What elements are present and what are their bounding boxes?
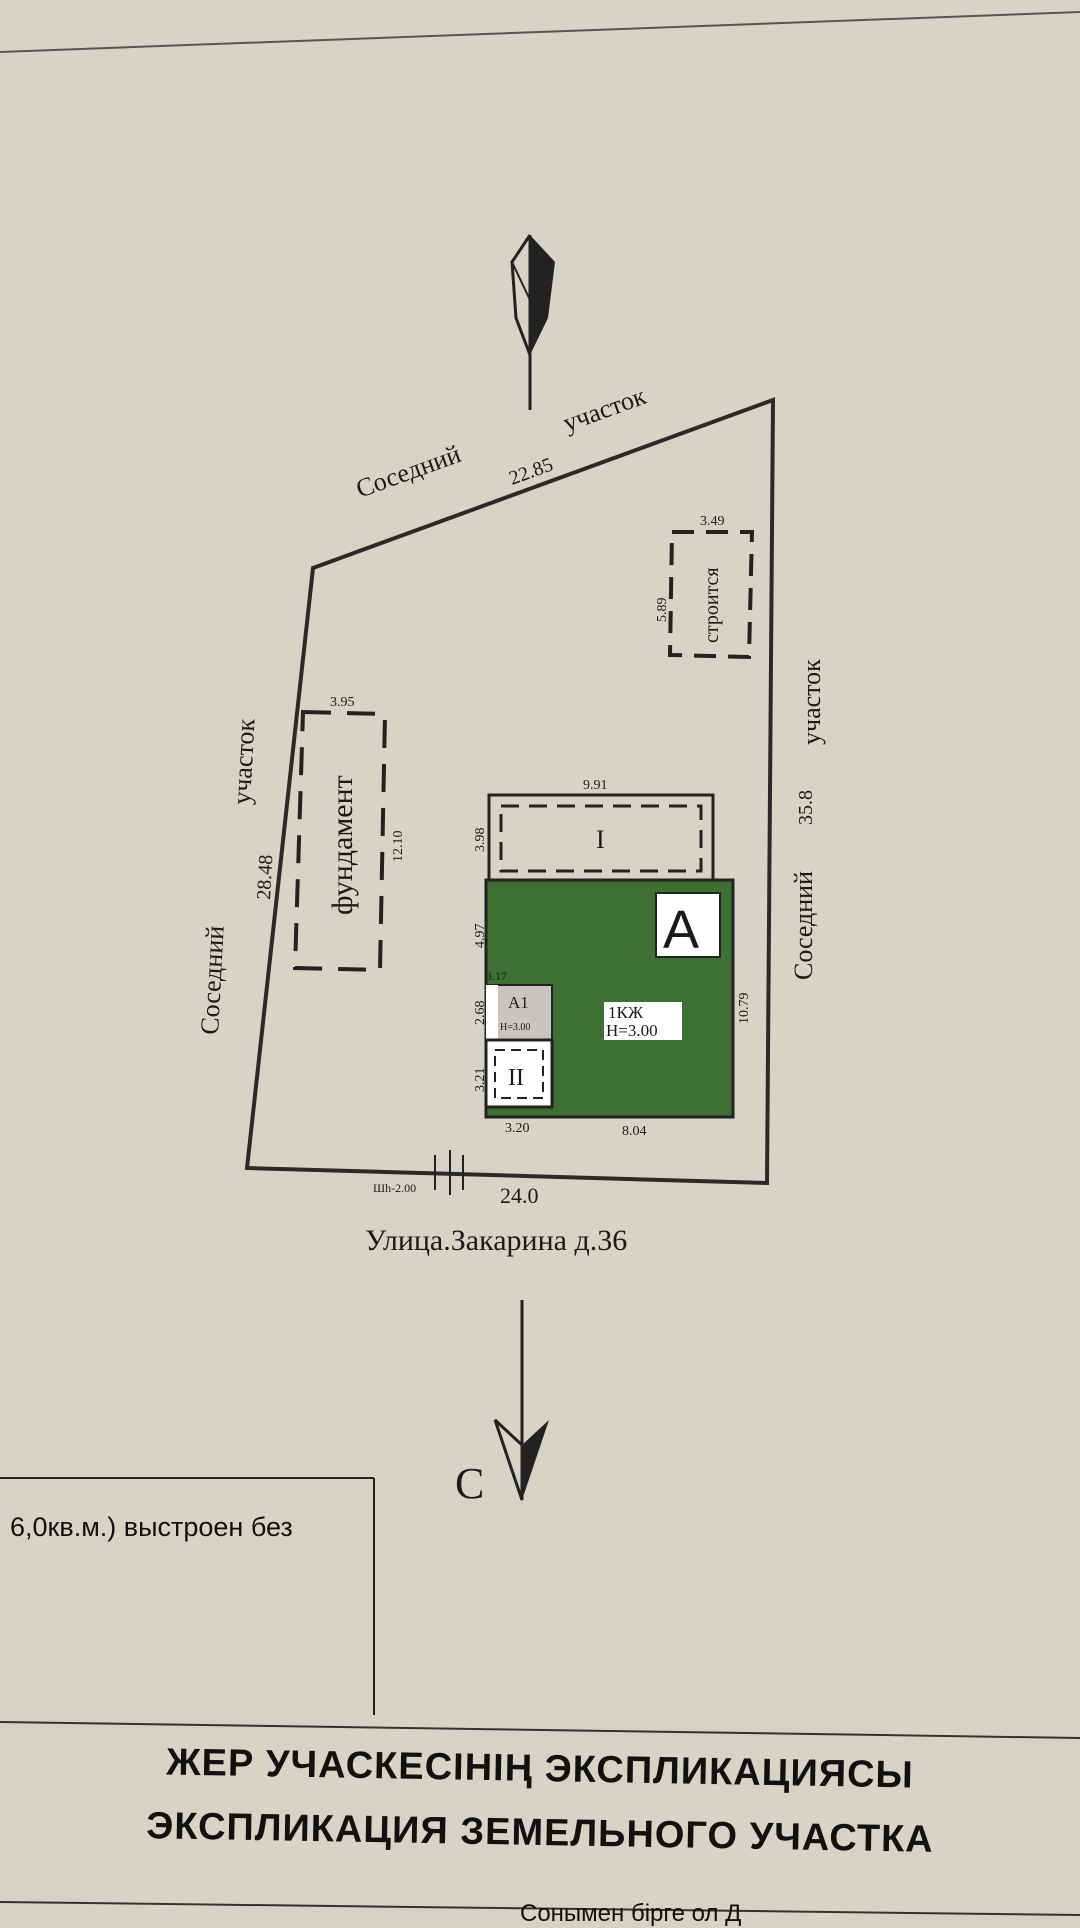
annex-A1-depth: 2.68	[473, 1001, 488, 1026]
foundation-label: фундамент	[326, 775, 359, 915]
site-boundary	[244, 397, 776, 1186]
foundation-outline	[292, 709, 388, 973]
house-A-height: H=3.00	[606, 1021, 658, 1040]
address-label: Улица.Закарина д.36	[365, 1224, 627, 1257]
neighbor-right-word2: участок	[797, 659, 826, 745]
dimension-bottom: 24.0	[500, 1183, 539, 1208]
house-A-bottom-width: 8.04	[622, 1124, 647, 1139]
house-A-type: 1КЖ	[608, 1003, 644, 1022]
form-top-border	[0, 11, 1080, 53]
house-A-label: A	[663, 900, 699, 960]
annex-A1-block	[485, 984, 553, 1041]
annex-A1-label: A1	[508, 993, 529, 1012]
note-text: 6,0кв.м.) выстроен без	[10, 1512, 293, 1542]
dimension-right: 35.8	[795, 790, 817, 825]
porch-II-width: 3.20	[505, 1121, 530, 1136]
shed-I-depth: 3.98	[473, 828, 488, 853]
shed-I-label: I	[596, 825, 605, 854]
under-construction-width: 3.49	[700, 514, 725, 529]
title-border-top	[0, 1721, 1080, 1739]
foundation-width: 3.95	[330, 695, 355, 710]
under-construction-length: 5.89	[655, 598, 670, 623]
shed-I-width: 9.91	[583, 778, 608, 793]
cut-off-text: Сонымен бірге ол Д	[520, 1900, 742, 1927]
note-box	[0, 1477, 375, 1715]
under-construction-label: строится	[701, 567, 723, 643]
neighbor-right-word1: Соседний	[789, 871, 818, 980]
porch-II-depth: 3.21	[473, 1068, 488, 1093]
south-label: С	[455, 1459, 484, 1508]
foundation-length: 12.10	[391, 831, 406, 863]
neighbor-left-word2: участок	[227, 718, 260, 806]
house-A-left-height: 4.97	[473, 924, 488, 949]
neighbor-left-word1: Соседний	[195, 925, 230, 1035]
gate-marks	[434, 1150, 464, 1195]
title-border-bottom	[0, 1901, 1080, 1916]
porch-II-label: II	[508, 1065, 524, 1091]
under-construction-outline	[667, 530, 755, 660]
porch-II-block	[484, 1038, 554, 1109]
gate-width-label: Шh-2.00	[373, 1181, 416, 1195]
house-A-right-height: 10.79	[737, 993, 752, 1025]
annex-A1-height: H=3.00	[500, 1022, 530, 1033]
annex-A1-width-top: 3.17	[486, 969, 507, 983]
north-arrow-icon	[510, 234, 555, 410]
dimension-left: 28.48	[253, 854, 277, 900]
south-arrow-icon	[493, 1300, 549, 1501]
